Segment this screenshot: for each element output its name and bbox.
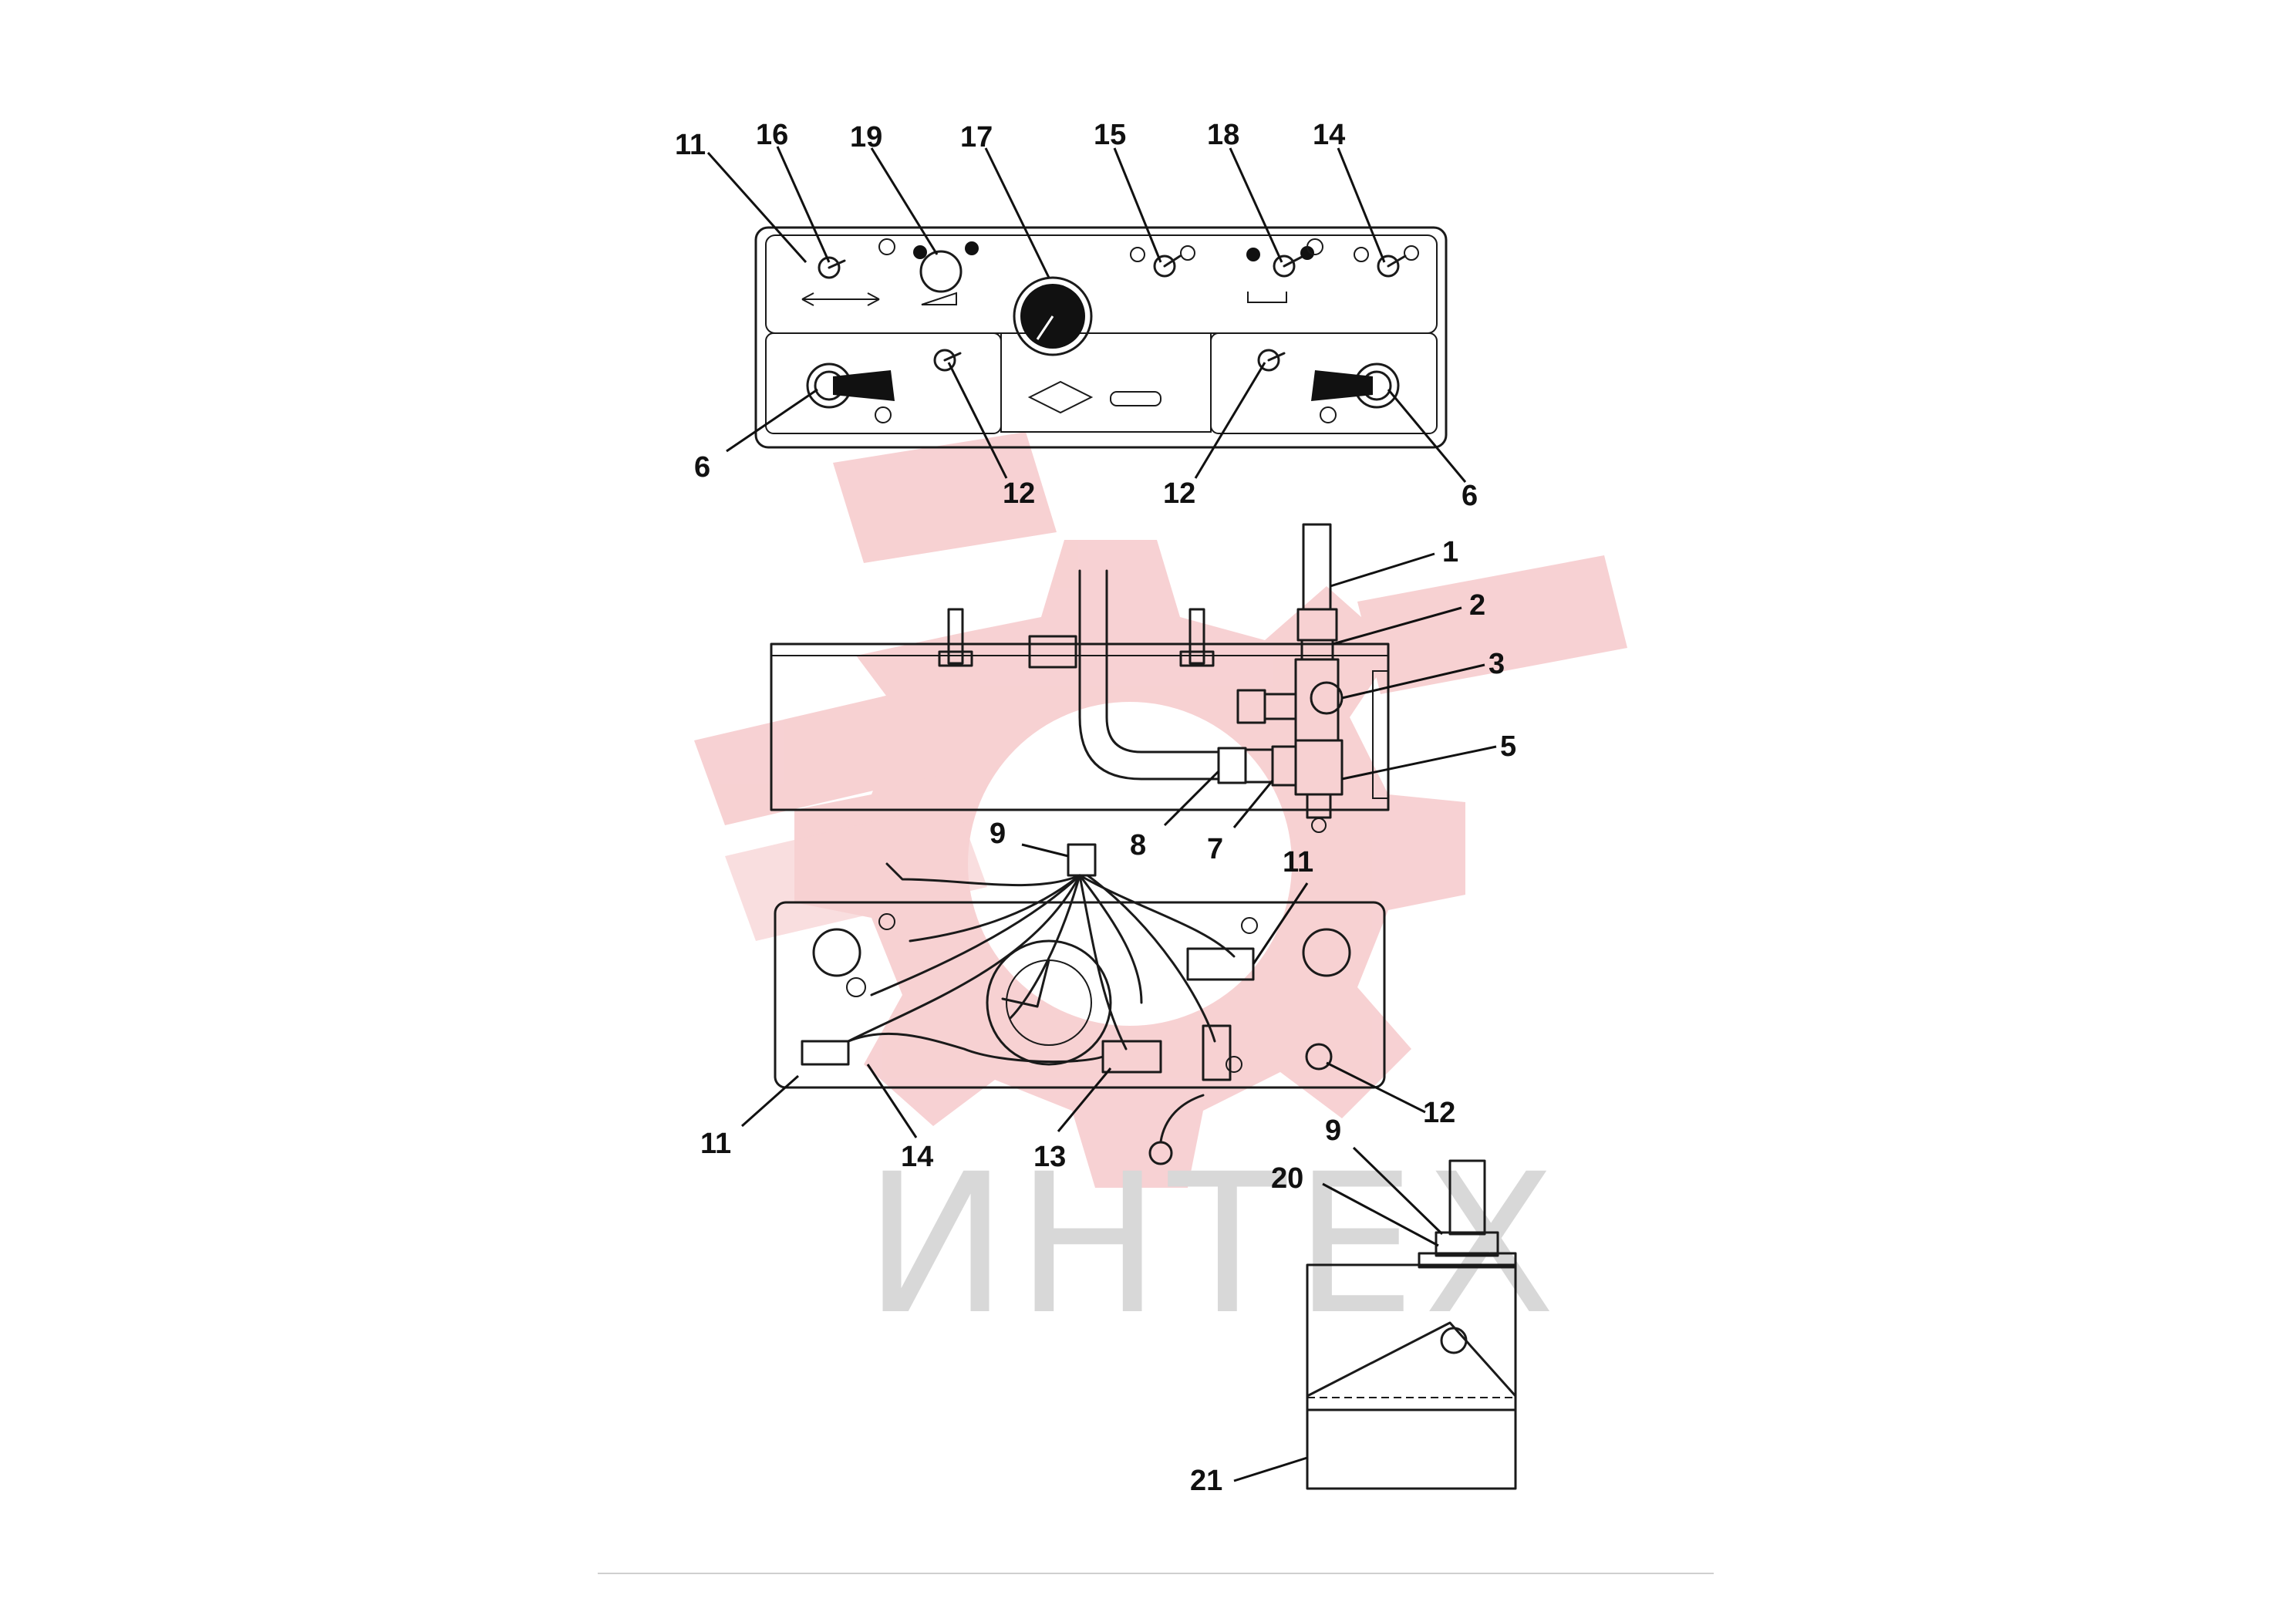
lever-switch-6-right bbox=[1311, 363, 1400, 409]
fitting-assembly bbox=[770, 523, 1390, 833]
callout-20: 20 bbox=[1271, 1162, 1303, 1195]
callout-11-bottom: 11 bbox=[700, 1128, 731, 1160]
callout-18: 18 bbox=[1207, 119, 1239, 151]
callout-1: 1 bbox=[1442, 536, 1458, 568]
toggle-switch-14 bbox=[1354, 245, 1419, 278]
control-knob-17 bbox=[1013, 276, 1093, 356]
callout-7: 7 bbox=[1207, 833, 1223, 865]
wiring-panel bbox=[774, 843, 1386, 1165]
callout-labels: 11 16 19 17 15 18 14 6 12 12 6 1 2 3 5 8… bbox=[675, 119, 1516, 1497]
callout-17: 17 bbox=[960, 121, 993, 153]
callout-3: 3 bbox=[1489, 648, 1505, 680]
indicator-lamp-19 bbox=[913, 241, 979, 293]
callout-12-mid: 12 bbox=[1423, 1097, 1455, 1129]
callout-6-right: 6 bbox=[1462, 480, 1478, 512]
callout-15: 15 bbox=[1094, 119, 1126, 151]
callout-5: 5 bbox=[1500, 730, 1516, 763]
callout-9-top: 9 bbox=[990, 818, 1006, 850]
callout-12-right: 12 bbox=[1163, 477, 1195, 510]
toggle-switch-12-left bbox=[933, 349, 962, 372]
toggle-switch-18 bbox=[1246, 246, 1314, 278]
callout-9-bottom: 9 bbox=[1325, 1114, 1341, 1147]
toggle-switch-12-right bbox=[1257, 349, 1286, 372]
callout-14-bottom: 14 bbox=[901, 1141, 933, 1173]
watermark-logo bbox=[694, 432, 1627, 1188]
callout-14-top: 14 bbox=[1313, 119, 1345, 151]
callout-2: 2 bbox=[1469, 589, 1485, 622]
callout-6-left: 6 bbox=[694, 451, 710, 484]
callout-16: 16 bbox=[756, 119, 788, 151]
callout-21: 21 bbox=[1190, 1465, 1222, 1497]
toggle-switch-16 bbox=[818, 256, 846, 279]
callout-11-top: 11 bbox=[675, 129, 706, 161]
leader-lines bbox=[706, 146, 1497, 1482]
callout-11-mid: 11 bbox=[1283, 846, 1313, 878]
callout-8: 8 bbox=[1130, 829, 1146, 862]
callout-19: 19 bbox=[850, 121, 882, 153]
toggle-switch-15 bbox=[1130, 245, 1195, 278]
sensor-unit bbox=[1306, 1159, 1517, 1490]
lever-switch-6-left bbox=[806, 363, 895, 409]
watermark-text: ИНТЕХ bbox=[864, 1132, 1563, 1357]
callout-13: 13 bbox=[1033, 1141, 1066, 1173]
control-panel bbox=[754, 226, 1448, 449]
callout-12-left: 12 bbox=[1003, 477, 1035, 510]
